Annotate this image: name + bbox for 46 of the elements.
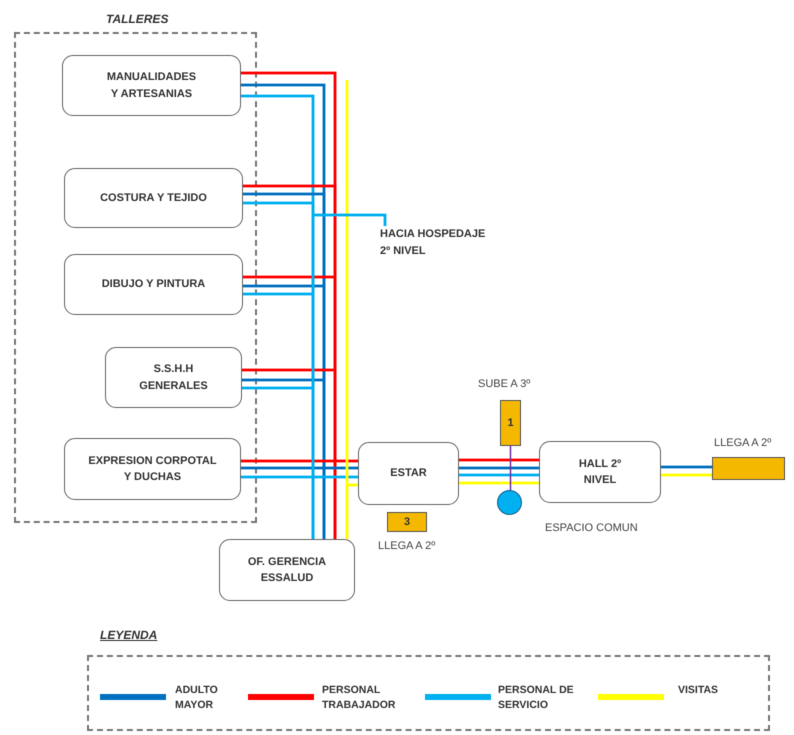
- connector-line: [459, 474, 539, 476]
- connector-line: [241, 466, 358, 470]
- room-box: [105, 347, 242, 408]
- circle-marker: [497, 490, 522, 515]
- room-box: [358, 442, 459, 505]
- note-text: ESPACIO COMUN: [545, 522, 638, 534]
- legend-text: ADULTO MAYOR: [175, 683, 219, 714]
- connector-line: [510, 446, 512, 490]
- note-text: SUBE A 3º: [478, 378, 530, 390]
- destination-text: HACIA HOSPEDAJE 2º NIVEL: [380, 227, 486, 258]
- room-label: S.S.H.H GENERALES: [138, 362, 209, 394]
- legend-title: LEYENDA: [100, 628, 158, 642]
- room-box: [219, 539, 355, 601]
- connector-line: [346, 484, 358, 539]
- connector-line: [459, 466, 539, 470]
- connector-line: [661, 466, 712, 468]
- room-box: [64, 254, 243, 315]
- connector-line: [241, 476, 358, 478]
- legend-text: PERSONAL DE SERVICIO: [498, 683, 575, 714]
- marker-number: 3: [404, 514, 410, 530]
- numbered-marker: [500, 400, 521, 446]
- legend-text: VISITAS: [678, 683, 720, 698]
- room-label: ESTAR: [389, 466, 428, 482]
- group-title: TALLERES: [106, 12, 168, 26]
- connector-line: [661, 474, 712, 476]
- room-box: [64, 438, 241, 500]
- note-text: LLEGA A 2º: [714, 437, 772, 449]
- room-label: MANUALIDADES Y ARTESANIAS: [106, 70, 198, 102]
- room-label: HALL 2º NIVEL: [578, 456, 622, 488]
- connector-line: [312, 214, 386, 539]
- note-text: LLEGA A 2º: [378, 540, 436, 552]
- connector-line: [241, 460, 358, 462]
- legend-text: PERSONAL TRABAJADOR: [322, 683, 396, 714]
- room-label: OF. GERENCIA ESSALUD: [246, 554, 328, 586]
- room-box: [64, 168, 243, 228]
- room-label: EXPRESION CORPOTAL Y DUCHAS: [87, 454, 218, 485]
- connector-line: [459, 482, 539, 484]
- room-label: COSTURA Y TEJIDO: [99, 190, 208, 206]
- room-box: [62, 55, 241, 116]
- numbered-marker: [387, 512, 427, 532]
- marker-number: 1: [507, 416, 514, 431]
- connector-line: [459, 458, 539, 462]
- connector-line: [242, 378, 326, 539]
- room-label: DIBUJO Y PINTURA: [100, 277, 206, 292]
- room-box: [539, 441, 661, 503]
- bar-marker: [712, 457, 785, 480]
